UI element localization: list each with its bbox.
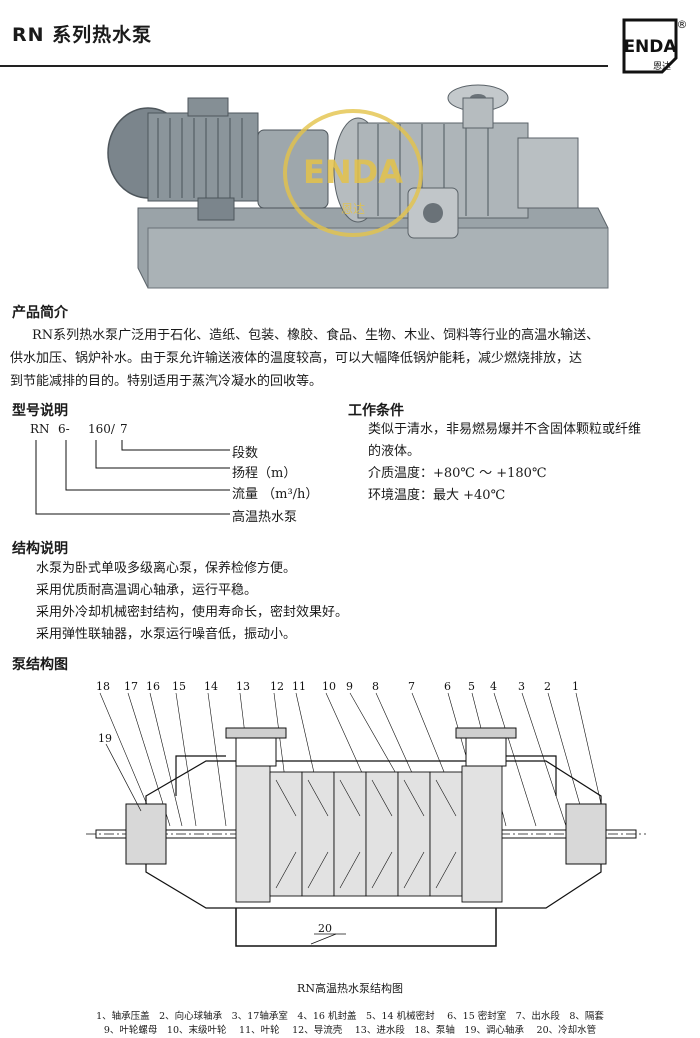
callout-12: 12 bbox=[270, 680, 284, 693]
callout-9: 9 bbox=[346, 680, 353, 693]
registered-mark: ® bbox=[677, 18, 688, 31]
callout-18: 18 bbox=[96, 680, 110, 693]
callout-8: 8 bbox=[372, 680, 379, 693]
structure-line: 水泵为卧式单吸多级离心泵，保养检修方便。 bbox=[36, 561, 297, 576]
model-label-flow: 流量 （m³/h） bbox=[232, 487, 319, 502]
callout-14: 14 bbox=[204, 680, 218, 693]
structure-line: 采用外冷却机械密封结构，使用寿命长，密封效果好。 bbox=[36, 605, 349, 620]
callout-leader bbox=[207, 692, 227, 827]
enda-logo-icon: ENDA 恩达 ® bbox=[622, 18, 688, 74]
watermark-text: ENDA bbox=[303, 153, 403, 191]
callout-4: 4 bbox=[490, 680, 497, 693]
header-divider bbox=[0, 65, 608, 67]
logo-text: ENDA bbox=[623, 37, 677, 57]
work-line: 介质温度：+80℃ ～ +180℃ bbox=[368, 466, 547, 481]
model-code-flow: 6- bbox=[58, 422, 70, 436]
model-heading: 型号说明 bbox=[12, 403, 68, 419]
callout-15: 15 bbox=[172, 680, 186, 693]
model-code-stages: 7 bbox=[120, 422, 128, 436]
callout-leader bbox=[175, 692, 197, 827]
logo-subtext: 恩达 bbox=[653, 60, 671, 72]
work-line: 的液体。 bbox=[368, 444, 421, 459]
model-leader-lines bbox=[35, 440, 230, 515]
callout-leader bbox=[493, 692, 537, 827]
structure-text: 水泵为卧式单吸多级离心泵，保养检修方便。 采用优质耐高温调心轴承，运行平稳。 采… bbox=[36, 558, 348, 646]
work-heading: 工作条件 bbox=[348, 403, 404, 419]
callout-7: 7 bbox=[408, 680, 415, 693]
intro-line: 供水加压、锅炉补水。由于泵允许输送液体的温度较高，可以大幅降低锅炉能耗，减少燃烧… bbox=[10, 351, 583, 366]
callout-11: 11 bbox=[292, 680, 306, 693]
work-text: 类似于清水，非易燃易爆并不含固体颗粒或纤维 的液体。 介质温度：+80℃ ～ +… bbox=[368, 419, 641, 507]
pump-structure-diagram: 18 17 16 15 14 13 12 11 10 9 8 7 6 5 4 3 2 1 19 20 bbox=[86, 680, 646, 947]
model-code-rn: RN bbox=[30, 422, 50, 436]
intro-line: RN系列热水泵广泛用于石化、造纸、包装、橡胶、食品、生物、木业、饲料等行业的高温… bbox=[32, 328, 600, 343]
model-label-stages: 段数 bbox=[232, 446, 259, 461]
callout-6: 6 bbox=[444, 680, 451, 693]
work-line: 类似于清水，非易燃易爆并不含固体颗粒或纤维 bbox=[368, 422, 642, 437]
structure-line: 采用弹性联轴器，水泵运行噪音低，振动小。 bbox=[36, 627, 297, 642]
work-line: 环境温度：最大 +40℃ bbox=[368, 488, 506, 503]
watermark-subtext: 恩达 bbox=[341, 202, 365, 216]
page-title: RN 系列热水泵 bbox=[12, 24, 153, 46]
callout-leader bbox=[521, 692, 567, 827]
model-code-head: 160/ bbox=[88, 422, 115, 436]
callout-2: 2 bbox=[544, 680, 551, 693]
callout-16: 16 bbox=[146, 680, 160, 693]
structure-heading: 结构说明 bbox=[12, 541, 68, 557]
callout-leader bbox=[149, 692, 183, 827]
intro-line: 到节能减排的目的。特别适用于蒸汽冷凝水的回收等。 bbox=[10, 374, 323, 389]
diagram-heading: 泵结构图 bbox=[12, 657, 68, 673]
callout-3: 3 bbox=[518, 680, 525, 693]
callout-10: 10 bbox=[322, 680, 336, 693]
model-label-type: 高温热水泵 bbox=[232, 510, 298, 525]
legend-line: 1、轴承压盖 2、向心球轴承 3、17轴承室 4、16 机封盖 5、14 机械密… bbox=[96, 1011, 604, 1022]
structure-line: 采用优质耐高温调心轴承，运行平稳。 bbox=[36, 583, 258, 598]
callout-17: 17 bbox=[124, 680, 138, 693]
intro-heading: 产品简介 bbox=[12, 305, 68, 321]
callout-5: 5 bbox=[468, 680, 475, 693]
pump-photo: ENDA 恩达 bbox=[107, 84, 609, 289]
diagram-caption: RN高温热水泵结构图 bbox=[297, 982, 403, 995]
callout-13: 13 bbox=[236, 680, 250, 693]
callout-1: 1 bbox=[572, 680, 579, 693]
model-label-head: 扬程（m） bbox=[232, 466, 297, 481]
callout-19: 19 bbox=[98, 732, 112, 745]
legend-line: 9、叶轮螺母 10、末级叶轮 11、叶轮 12、导流壳 13、进水段 18、泵轴… bbox=[103, 1025, 597, 1036]
callout-20: 20 bbox=[318, 922, 332, 935]
intro-text: RN系列热水泵广泛用于石化、造纸、包装、橡胶、食品、生物、木业、饲料等行业的高温… bbox=[10, 324, 600, 393]
